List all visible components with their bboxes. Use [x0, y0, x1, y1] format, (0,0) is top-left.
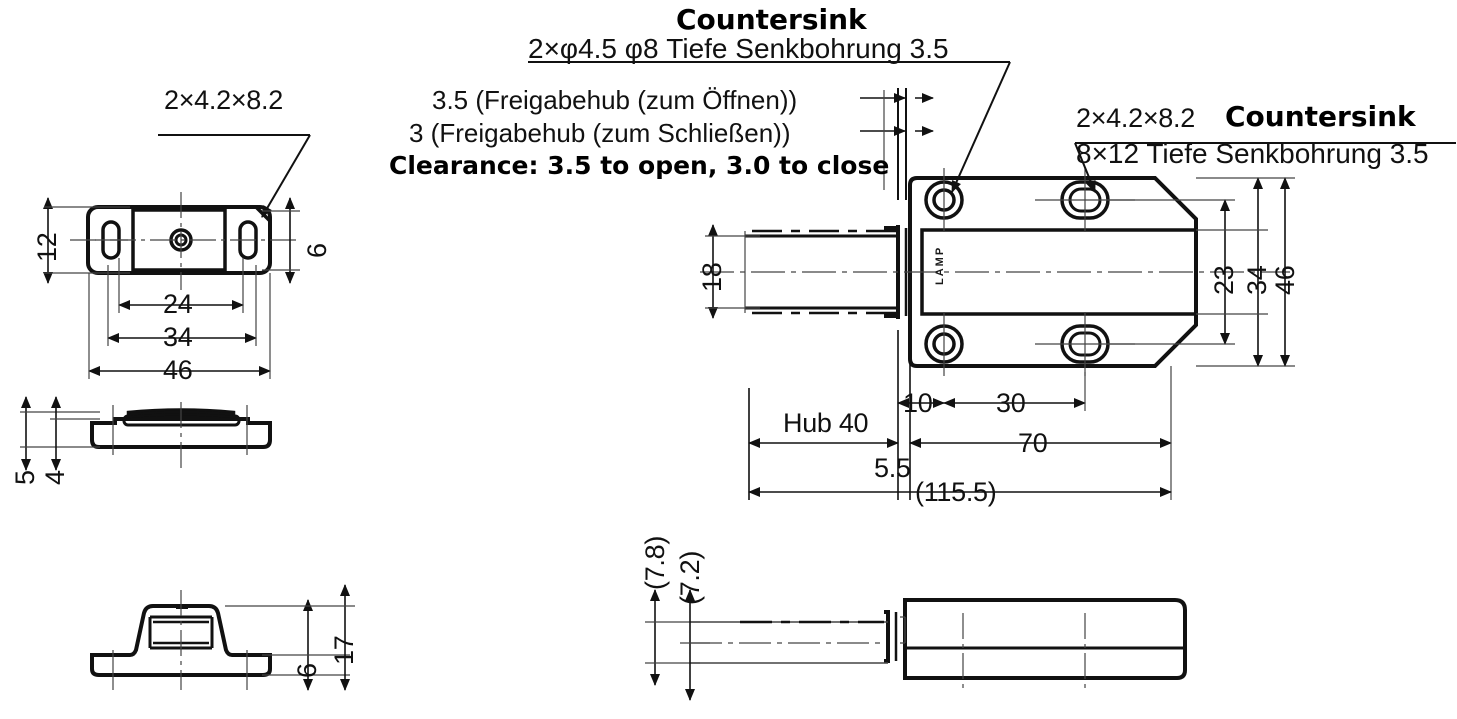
ext-lines-hub [748, 330, 911, 500]
clearance-note-en: Clearance: 3.5 to open, 3.0 to close [389, 151, 890, 180]
dim-body-10: 10 [903, 388, 933, 418]
countersink-note-leader [951, 61, 1011, 193]
dim-side-5: 5 [10, 470, 40, 485]
dim-body-72: (7.2) [675, 550, 705, 605]
dim-body-18: 18 [697, 262, 727, 292]
dim-side-4: 4 [40, 470, 70, 485]
dim-front-6: 6 [292, 663, 322, 678]
ext-line-body-46 [1196, 177, 1295, 367]
ext-line-body-23 [1108, 199, 1235, 345]
plate-side-ext [112, 405, 248, 455]
plate-front-inner [148, 615, 214, 650]
dim-plate-34: 34 [163, 322, 193, 352]
rod-phantom [752, 229, 898, 315]
rod-outline [745, 234, 898, 310]
body-side-hole-centerlines [962, 613, 1086, 690]
dim-front-17: 17 [329, 635, 359, 665]
plate-note-leader [261, 134, 311, 218]
dim-body-46: 46 [1270, 265, 1300, 295]
dim-plate-12: 12 [32, 232, 62, 262]
dim-body-hub40: Hub 40 [783, 408, 869, 438]
dim-body-78: (7.8) [640, 535, 670, 590]
clearance-ext-lines [897, 88, 907, 200]
right-note-leader [1074, 142, 1096, 193]
dim-body-55: 5.5 [874, 453, 911, 483]
ext-line-body-18 [705, 235, 760, 309]
ext-line-plate-6 [262, 210, 300, 271]
dim-body-23: 23 [1209, 265, 1239, 295]
dim-plate-46: 46 [163, 355, 193, 385]
body-collar [884, 226, 898, 318]
dim-plate-24: 24 [163, 289, 193, 319]
ext-line-plate-12 [44, 206, 130, 274]
ext-line-side-5 [20, 411, 100, 448]
body-side-collar-tabs [884, 610, 888, 663]
body-slot-note: 2×4.2×8.2 [1076, 103, 1195, 133]
plate-side-view [20, 396, 272, 471]
countersink-note-de: 2×φ4.5 φ8 Tiefe Senkbohrung 3.5 [528, 33, 949, 64]
dim-body-34: 34 [1242, 265, 1272, 295]
ext-line-front-6 [262, 654, 350, 676]
countersink-title-en: Countersink [676, 3, 867, 36]
body-side-step [900, 616, 906, 644]
plate-front-ext [112, 650, 248, 690]
ext-line-plate-34 [107, 265, 257, 346]
countersink-note-right-de: 8×12 Tiefe Senkbohrung 3.5 [1076, 138, 1429, 169]
ext-line-body-34 [1196, 229, 1268, 315]
dim-body-70: 70 [1018, 428, 1048, 458]
stroke-open-note: 3.5 (Freigabehub (zum Öffnen)) [432, 85, 798, 115]
plate-front-tab [176, 604, 188, 609]
plate-plan-view [43, 134, 311, 379]
plate-front-outline [90, 604, 272, 677]
ext-line-plate-24 [118, 258, 244, 313]
plate-side-outline [90, 417, 272, 449]
body-plan-view [528, 61, 1456, 500]
dim-body-30: 30 [996, 388, 1026, 418]
plate-front-view [90, 584, 355, 691]
body-side-view [645, 589, 1187, 701]
brand-mark-lamp: LAMP [934, 245, 946, 285]
dim-plate-6: 6 [302, 243, 332, 258]
plate-slot-note: 2×4.2×8.2 [164, 85, 283, 115]
countersink-title-right-en: Countersink [1225, 100, 1416, 133]
stroke-close-note: 3 (Freigabehub (zum Schließen)) [409, 118, 791, 148]
dim-body-total: (115.5) [915, 477, 997, 507]
body-side-outline [903, 598, 1187, 680]
ext-line-plate-46 [88, 273, 271, 379]
